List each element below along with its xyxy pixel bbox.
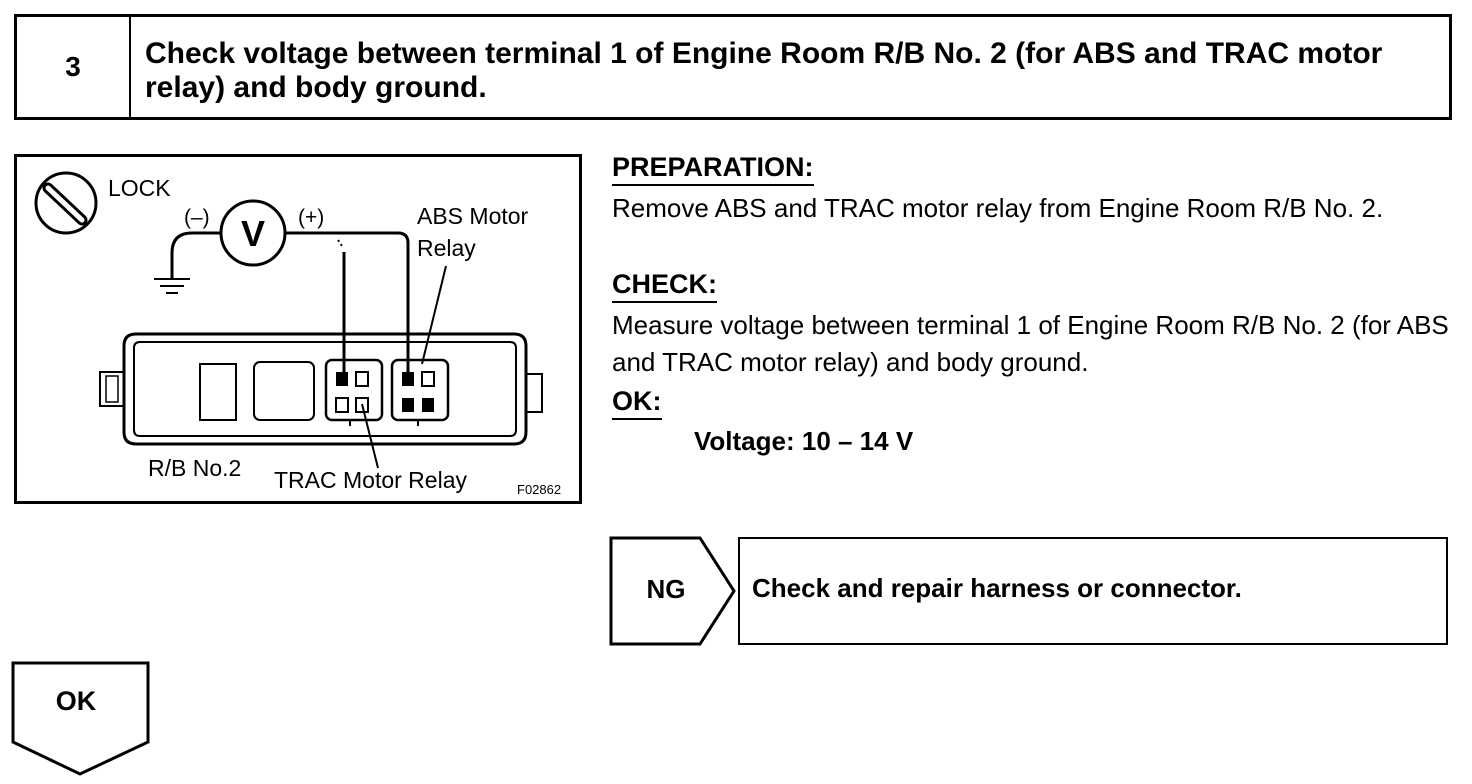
ok-arrow-shape (11, 661, 150, 776)
abs-relay-label-line2: Relay (417, 235, 476, 261)
preparation-text: Remove ABS and TRAC motor relay from Eng… (612, 193, 1384, 223)
ground-icon (154, 278, 190, 294)
lock-icon (34, 171, 98, 235)
lock-label: LOCK (108, 175, 171, 201)
rb-label: R/B No.2 (148, 455, 241, 481)
ok-label: OK (55, 686, 97, 716)
ng-arrow-shape (609, 536, 736, 646)
step-number: 3 (17, 17, 131, 117)
positive-label: (+) (298, 206, 324, 229)
ng-action-box (738, 537, 1448, 645)
ng-label: NG (646, 574, 686, 604)
ng-action-text: Check and repair harness or connector. (752, 573, 1242, 603)
step-header: 3 Check voltage between terminal 1 of En… (14, 14, 1452, 120)
trac-relay-label: TRAC Motor Relay (274, 467, 467, 493)
abs-relay-label-line1: ABS Motor (417, 203, 529, 229)
relay-block (99, 332, 543, 446)
wiring-diagram: LOCK V (–) (+) ABS Motor Relay (14, 154, 582, 504)
figure-code: F02862 (517, 482, 561, 497)
ok-specification: Voltage: 10 – 14 V (694, 426, 914, 456)
check-text: Measure voltage between terminal 1 of En… (612, 310, 1449, 377)
step-title: Check voltage between terminal 1 of Engi… (145, 37, 1383, 104)
negative-label: (–) (184, 206, 210, 229)
preparation-heading: PREPARATION: (612, 152, 814, 186)
voltmeter-symbol: V (241, 213, 265, 254)
ok-heading: OK: (612, 386, 662, 420)
check-heading: CHECK: (612, 269, 717, 303)
